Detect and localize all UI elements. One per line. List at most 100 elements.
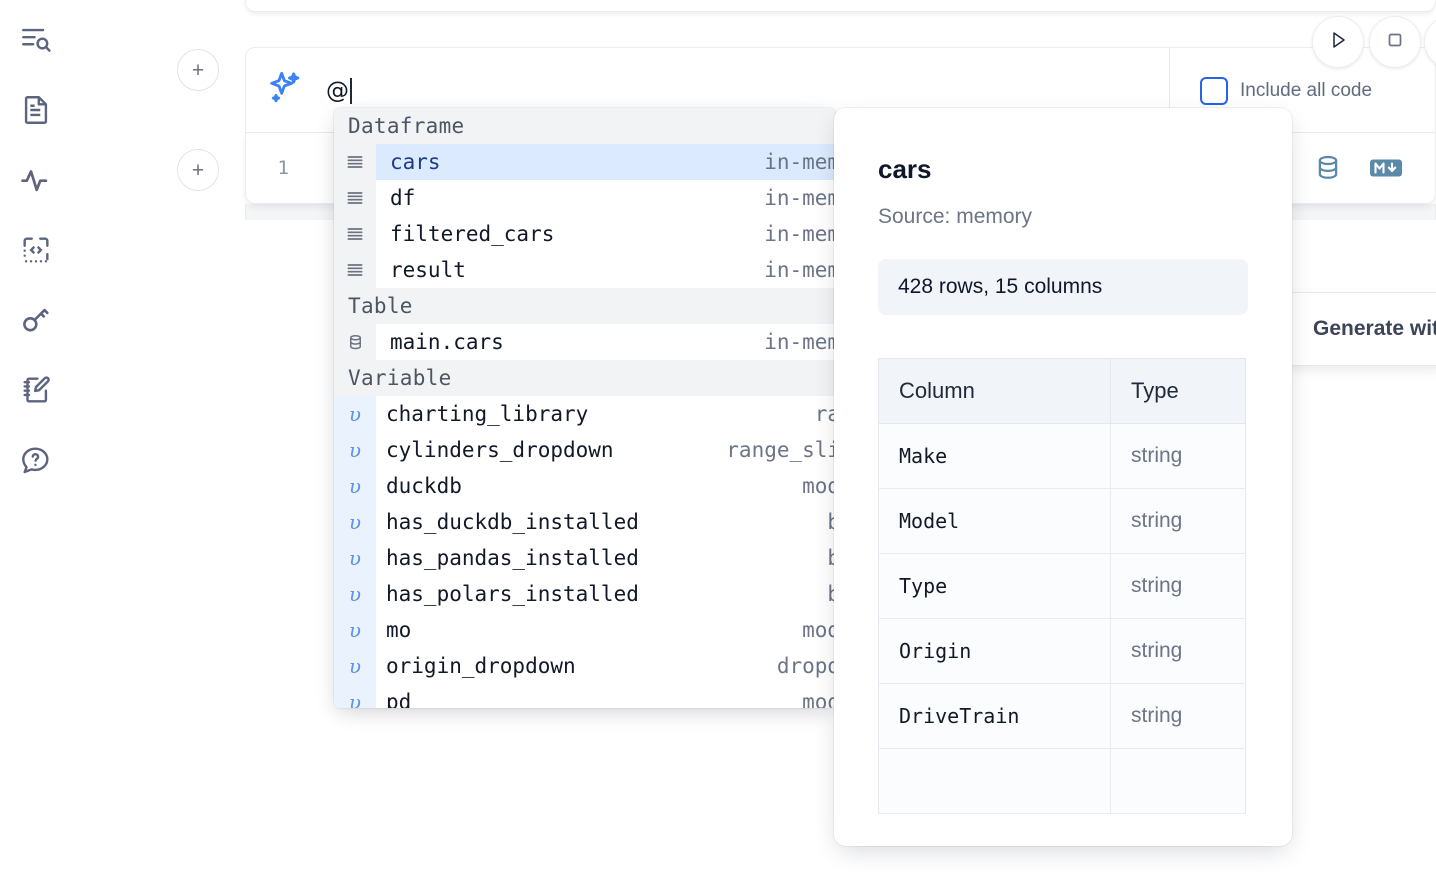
sidebar-item-files[interactable] [14, 88, 58, 132]
autocomplete-item-name: has_polars_installed [386, 582, 639, 606]
autocomplete-item-name: main.cars [390, 330, 504, 354]
doc-table-header: Type [1110, 358, 1246, 424]
autocomplete-section-header: Dataframe [334, 108, 835, 144]
autocomplete-item-name: result [390, 258, 466, 282]
sidebar-item-help[interactable] [14, 438, 58, 482]
autocomplete-item-type: bool [827, 510, 835, 534]
autocomplete-item-type: module [802, 474, 835, 498]
doc-column-name: DriveTrain [878, 683, 1111, 749]
scratchpad-icon [19, 373, 53, 407]
variable-icon: υ [334, 684, 376, 708]
doc-source: Source: memory [878, 205, 1033, 228]
autocomplete-item-type: in-memory [764, 258, 835, 282]
autocomplete-item-name: cylinders_dropdown [386, 438, 614, 462]
autocomplete-item[interactable]: υmomodule [334, 612, 835, 648]
autocomplete-item-name: cars [390, 150, 441, 174]
help-chat-icon [19, 443, 53, 477]
ai-prompt-input[interactable]: @ [324, 48, 1169, 133]
autocomplete-item-name: has_pandas_installed [386, 546, 639, 570]
markdown-icon[interactable] [1369, 156, 1403, 180]
ai-prompt-value: @ [326, 77, 350, 104]
play-icon [1326, 28, 1350, 57]
autocomplete-item[interactable]: υ charting_library radio [334, 396, 835, 432]
database-icon [334, 324, 376, 360]
line-number: 1 [277, 157, 289, 179]
dataframe-icon [334, 216, 376, 252]
autocomplete-item-name: mo [386, 618, 412, 642]
doc-shape-badge: 428 rows, 15 columns [878, 259, 1248, 315]
autocomplete-item-type: in-memory [764, 330, 835, 354]
autocomplete-section-header: Table [334, 288, 835, 324]
doc-title: cars [878, 154, 932, 184]
autocomplete-item[interactable]: υ has_pandas_installed bool [334, 540, 835, 576]
variable-icon: υ [334, 648, 376, 684]
include-all-code-checkbox[interactable] [1200, 76, 1228, 105]
stop-square-icon [1383, 28, 1407, 57]
variable-icon: υ [334, 396, 376, 432]
sidebar-item-variables[interactable] [14, 158, 58, 202]
dataframe-icon [334, 144, 376, 180]
add-cell-button-top[interactable]: + [177, 49, 219, 91]
doc-column-name: Make [878, 423, 1111, 489]
autocomplete-item-type: radio [814, 402, 835, 426]
doc-column-name: Origin [878, 618, 1111, 684]
sidebar-item-scratchpad[interactable] [14, 368, 58, 412]
autocomplete-item[interactable]: result in-memory [334, 252, 835, 288]
autocomplete-section-header: Variable [334, 360, 835, 396]
autocomplete-item[interactable]: υpd module [334, 684, 835, 708]
generate-with-ai-card[interactable]: Generate with AI [1282, 292, 1436, 366]
autocomplete-item[interactable]: υduckdbmodule [334, 468, 835, 504]
autocomplete-item-name: df [390, 186, 416, 210]
autocomplete-item-type: dropdown [776, 654, 835, 678]
plus-icon: + [191, 158, 205, 182]
variable-icon: υ [334, 504, 376, 540]
sidebar-item-snippets[interactable] [14, 228, 58, 272]
dataframe-icon [334, 252, 376, 288]
doc-column-name [878, 748, 1111, 814]
doc-column-type [1110, 748, 1246, 814]
code-brackets-icon [19, 233, 53, 267]
autocomplete-item[interactable]: υ cylinders_dropdown range_slider [334, 432, 835, 468]
variable-icon: υ [334, 468, 376, 504]
autocomplete-item[interactable]: υ origin_dropdown dropdown [334, 648, 835, 684]
database-icon[interactable] [1313, 153, 1343, 183]
autocomplete-item-type: bool [827, 582, 835, 606]
autocomplete-item[interactable]: υ has_polars_installed bool [334, 576, 835, 612]
doc-table-row [878, 748, 1246, 814]
add-cell-button-bottom[interactable]: + [177, 149, 219, 191]
cell-above [245, 0, 1436, 12]
activity-icon [19, 163, 53, 197]
autocomplete-item-name: pd [386, 690, 412, 708]
doc-column-name: Model [878, 488, 1111, 554]
autocomplete-item[interactable]: main.cars in-memory [334, 324, 835, 360]
autocomplete-item-name: origin_dropdown [386, 654, 576, 678]
autocomplete-item-type: bool [827, 546, 835, 570]
text-caret [350, 77, 353, 104]
doc-column-type: string [1110, 618, 1246, 684]
variable-icon: υ [334, 576, 376, 612]
autocomplete-item-name: charting_library [386, 402, 589, 426]
run-button[interactable] [1312, 16, 1364, 68]
sidebar [0, 0, 72, 874]
doc-column-type: string [1110, 423, 1246, 489]
sidebar-item-outline-search[interactable] [14, 18, 58, 62]
variable-icon: υ [334, 432, 376, 468]
autocomplete-item[interactable]: cars in-memory [334, 144, 835, 180]
sidebar-item-secrets[interactable] [14, 298, 58, 342]
include-all-code-row: Include all code [1169, 48, 1435, 133]
autocomplete-item-name: filtered_cars [390, 222, 555, 246]
sparkle-icon-wrap [246, 48, 324, 133]
stop-button[interactable] [1369, 16, 1421, 68]
variable-icon: υ [334, 540, 376, 576]
autocomplete-dropdown[interactable]: Dataframecarsin-memorydfin-memoryfiltere… [334, 108, 835, 708]
autocomplete-item-type: module [802, 690, 835, 708]
autocomplete-item-type: in-memory [764, 150, 835, 174]
autocomplete-item-type: range_slider [726, 438, 835, 462]
